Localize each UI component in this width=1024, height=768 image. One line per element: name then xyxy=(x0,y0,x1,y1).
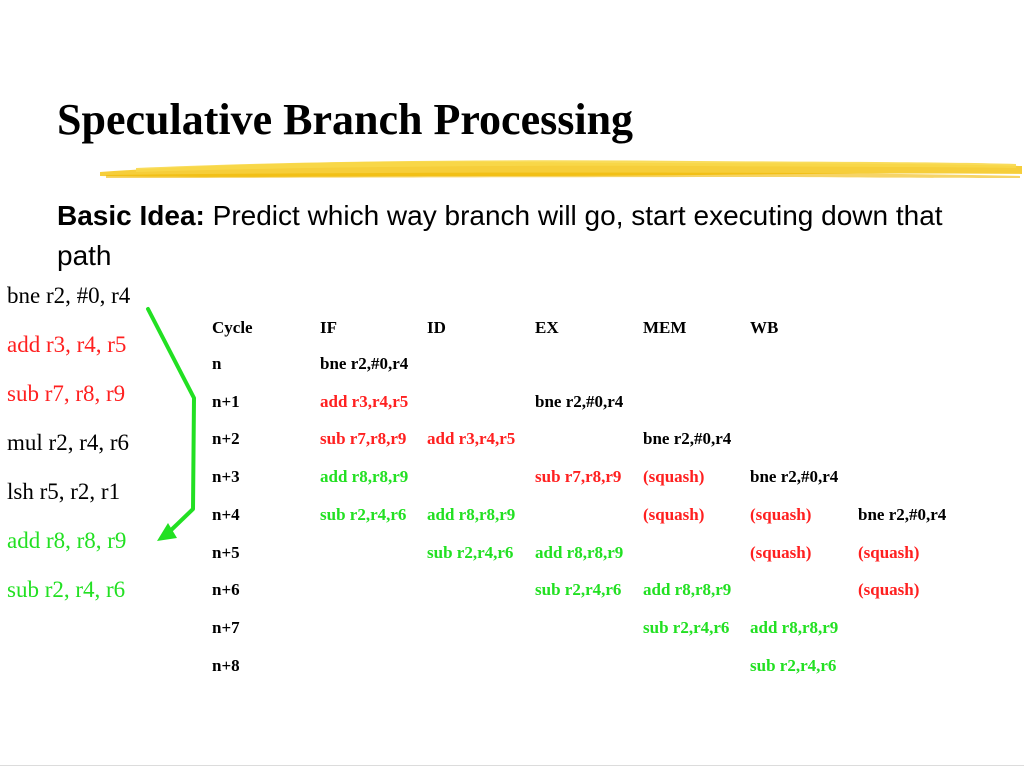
highlighter-underline xyxy=(100,160,1022,178)
pipeline-cell: bne r2,#0,r4 xyxy=(643,429,732,449)
cycle-label: n+5 xyxy=(212,542,240,562)
pipeline-cell: bne r2,#0,r4 xyxy=(535,391,624,411)
pipeline-cell: add r8,r8,r9 xyxy=(427,504,516,524)
pipeline-cell: add r3,r4,r5 xyxy=(427,429,516,449)
pipeline-cell: (squash) xyxy=(643,467,705,487)
cycle-label: n+6 xyxy=(212,580,240,600)
cycle-label: n+3 xyxy=(212,467,240,487)
cycle-label: n+7 xyxy=(212,617,240,637)
instruction-line: sub r2, r4, r6 xyxy=(7,577,126,602)
pipeline-cell: (squash) xyxy=(858,542,920,562)
pipeline-cell: add r8,r8,r9 xyxy=(535,542,624,562)
basic-idea-text: Predict which way branch will go, start … xyxy=(57,200,943,271)
pipeline-cell: sub r7,r8,r9 xyxy=(320,429,407,449)
column-header: WB xyxy=(750,318,779,337)
cycle-label: n xyxy=(212,354,222,373)
pipeline-cell: add r3,r4,r5 xyxy=(320,391,409,411)
instruction-line: add r8, r8, r9 xyxy=(7,528,127,553)
column-header: Cycle xyxy=(212,318,253,337)
pipeline-cell: bne r2,#0,r4 xyxy=(320,354,409,373)
pipeline-cell: (squash) xyxy=(750,504,812,524)
pipeline-cell: (squash) xyxy=(643,504,705,524)
column-header: IF xyxy=(320,318,337,337)
pipeline-cell: bne r2,#0,r4 xyxy=(858,504,947,524)
pipeline-cell: sub r2,r4,r6 xyxy=(750,655,837,675)
basic-idea-paragraph: Basic Idea: Predict which way branch wil… xyxy=(57,196,957,276)
column-header: MEM xyxy=(643,318,687,337)
slide-title: Speculative Branch Processing xyxy=(57,95,634,144)
pipeline-cell: sub r2,r4,r6 xyxy=(535,580,622,600)
pipeline-cell: add r8,r8,r9 xyxy=(750,617,839,637)
bottom-divider xyxy=(0,765,1024,766)
cycle-label: n+1 xyxy=(212,391,240,411)
pipeline-cell: sub r2,r4,r6 xyxy=(643,617,730,637)
instruction-line: mul r2, r4, r6 xyxy=(7,430,130,455)
cycle-label: n+2 xyxy=(212,429,240,449)
pipeline-cell: sub r2,r4,r6 xyxy=(427,542,514,562)
pipeline-cell: sub r7,r8,r9 xyxy=(535,467,622,487)
instruction-line: bne r2, #0, r4 xyxy=(7,283,131,308)
cycle-label: n+8 xyxy=(212,655,240,675)
column-header: ID xyxy=(427,318,446,337)
cycle-label: n+4 xyxy=(212,504,240,524)
pipeline-cell: sub r2,r4,r6 xyxy=(320,504,407,524)
instruction-line: lsh r5, r2, r1 xyxy=(7,479,121,504)
pipeline-cell: bne r2,#0,r4 xyxy=(750,467,839,487)
instruction-line: sub r7, r8, r9 xyxy=(7,381,126,406)
instruction-line: add r3, r4, r5 xyxy=(7,332,127,357)
pipeline-cell: (squash) xyxy=(750,542,812,562)
column-header: EX xyxy=(535,318,559,337)
pipeline-cell: add r8,r8,r9 xyxy=(320,467,409,487)
basic-idea-label: Basic Idea: xyxy=(57,200,205,231)
pipeline-cell: add r8,r8,r9 xyxy=(643,580,732,600)
pipeline-cell: (squash) xyxy=(858,580,920,600)
